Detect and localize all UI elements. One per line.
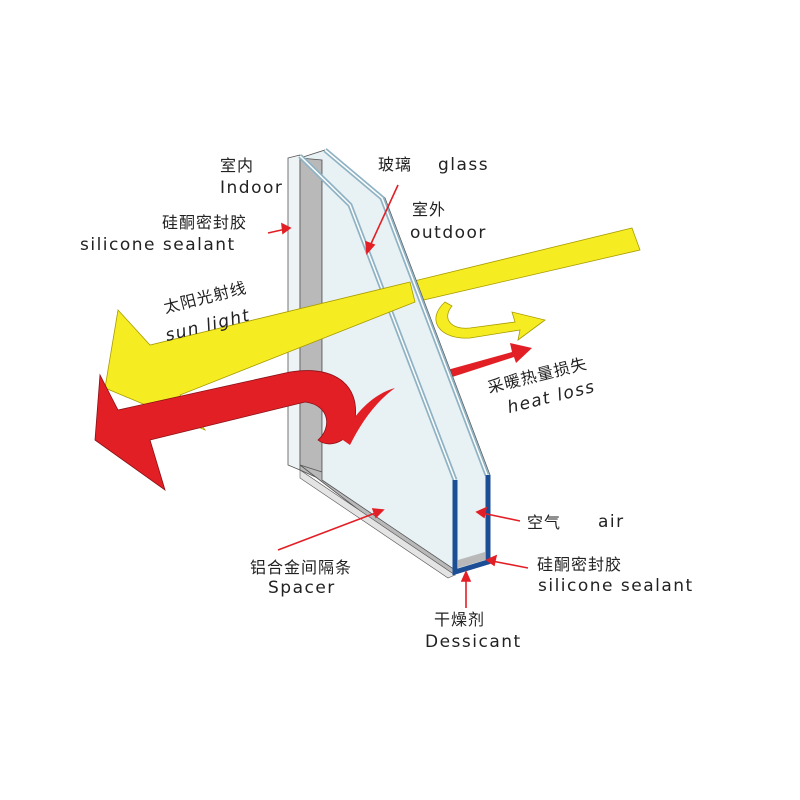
sun-reflect-arrow — [435, 301, 546, 341]
spacer-cn-label: 铝合金间隔条 — [250, 558, 353, 577]
desiccant-en-label: Dessicant — [425, 632, 522, 652]
indoor-cn-label: 室内 — [220, 156, 255, 175]
spacer-en-label: Spacer — [268, 578, 336, 598]
desiccant-fill — [458, 552, 485, 568]
glass-cn-label: 玻璃 — [378, 155, 413, 174]
outdoor-cn-label: 室外 — [412, 200, 447, 219]
sealant-bar — [452, 475, 491, 576]
heat-loss-tail — [340, 388, 395, 445]
air-en-label: air — [598, 512, 625, 532]
air-cn-label: 空气 — [527, 513, 562, 532]
desiccant-cn-label: 干燥剂 — [434, 610, 486, 629]
glass-pane — [299, 149, 491, 571]
sealant-right-en-label: silicone sealant — [538, 576, 694, 596]
sealant-left-en-label: silicone sealant — [80, 235, 236, 255]
sealant-left-cn-label: 硅酮密封胶 — [162, 213, 248, 232]
sealant-right-cn-label: 硅酮密封胶 — [537, 555, 623, 574]
heat-loss-arrow-outer — [440, 343, 532, 380]
indoor-en-label: Indoor — [220, 178, 284, 198]
spacer-bottom-edge — [299, 469, 456, 579]
outdoor-en-label: outdoor — [410, 223, 487, 243]
pointer-lines — [267, 184, 529, 608]
glass-en-label: glass — [438, 155, 490, 175]
